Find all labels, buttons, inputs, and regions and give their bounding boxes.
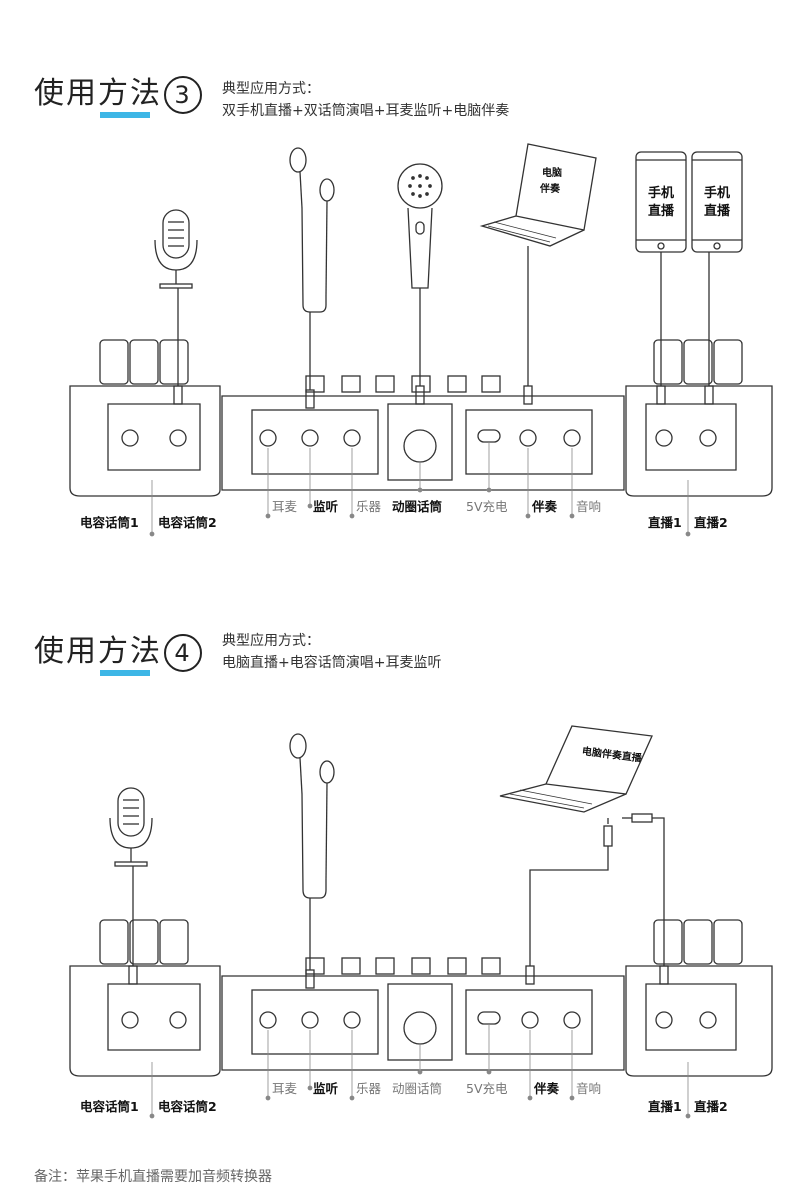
label-live-1: 直播1 [648,1099,682,1114]
label-speaker: 音响 [576,1081,602,1096]
laptop-label-line1: 电脑 [542,168,562,179]
label-instrument: 乐器 [356,1081,382,1096]
cable-plugs [525,813,669,985]
label-earphone: 耳麦 [272,499,298,514]
audio-mixer-device [69,965,773,1077]
label-condenser-mic-1: 电容话筒1 [80,1099,139,1114]
label-dynamic-mic: 动圈话筒 [392,1081,443,1096]
subtitle-label: 典型应用方式： [222,81,320,97]
subtitle-description: 双手机直播+双话筒演唱+耳麦监听+电脑伴奏 [222,103,510,119]
laptop-icon [499,725,653,813]
title-text: 使用方法 [34,76,162,111]
subtitle-label: 典型应用方式： [222,633,320,649]
pointer-lines [149,442,691,537]
pointer-lines [149,1024,691,1119]
connection-diagram-3 [69,143,773,537]
label-monitor: 监听 [313,499,339,514]
footnote: 备注：苹果手机直播需要加音频转换器 [34,1169,272,1185]
label-charge: 5V充电 [466,1081,508,1096]
step-number: 4 [164,633,202,672]
label-monitor: 监听 [313,1081,339,1096]
dynamic-mic-icon [397,163,443,405]
condenser-mic-icon [109,787,153,985]
label-accompaniment: 伴奏 [534,1081,560,1096]
phone-1-label-line1: 手机 [648,186,675,201]
title-text: 使用方法 [34,634,162,669]
phone-1-icon [635,151,687,405]
label-accompaniment: 伴奏 [532,499,558,514]
label-live-1: 直播1 [648,515,682,530]
phone-2-label-line2: 直播 [704,204,731,219]
knobs [99,919,743,975]
phone-2-label-line1: 手机 [704,186,731,201]
audio-mixer-device [69,385,773,497]
condenser-mic-icon [154,209,198,405]
connection-diagram-4 [69,725,773,1119]
earphones-icon [289,147,335,409]
label-condenser-mic-2: 电容话筒2 [158,1099,217,1114]
laptop-label-line2: 伴奏 [540,184,560,195]
earphones-icon [289,733,335,989]
subtitle-description: 电脑直播+电容话筒演唱+耳麦监听 [222,655,442,671]
title-underline [100,112,150,118]
label-condenser-mic-1: 电容话筒1 [80,515,139,530]
phone-2-icon [691,151,743,405]
knobs [99,339,743,393]
label-dynamic-mic: 动圈话筒 [392,499,443,514]
label-live-2: 直播2 [694,1099,728,1114]
step-number: 3 [164,75,202,114]
label-earphone: 耳麦 [272,1081,298,1096]
title-underline [100,670,150,676]
phone-1-label-line2: 直播 [648,204,675,219]
label-instrument: 乐器 [356,499,382,514]
laptop-icon [479,143,597,405]
label-speaker: 音响 [576,499,602,514]
label-condenser-mic-2: 电容话筒2 [158,515,217,530]
label-charge: 5V充电 [466,499,508,514]
label-live-2: 直播2 [694,515,728,530]
